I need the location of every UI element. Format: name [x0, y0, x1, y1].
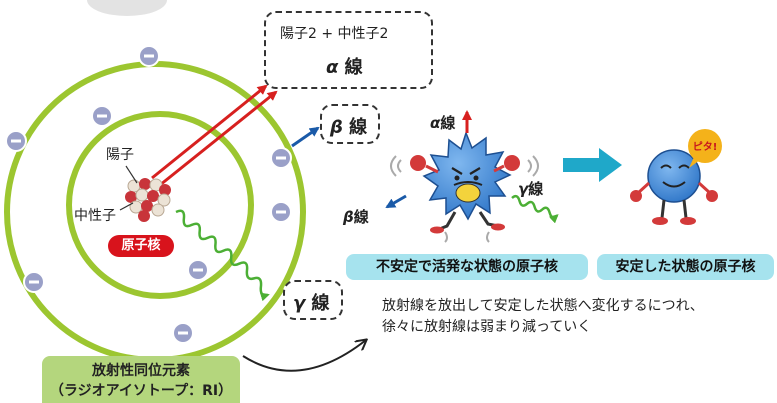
alpha-ray-word: 線 — [344, 57, 363, 78]
neutron-label: 中性子 — [74, 208, 116, 224]
neutron-leader — [119, 202, 134, 211]
beta-ray-label: β 線 — [330, 113, 367, 139]
description: 放射線を放出して安定した状態へ変化するにつれ、 徐々に放射線は弱まり減っていく — [382, 296, 704, 338]
alpha-composition: 陽子2 + 中性子2 — [280, 26, 389, 42]
gamma-ray-label: γ 線 — [293, 289, 330, 315]
beta-box: β 線 — [320, 104, 380, 144]
electron — [270, 201, 292, 223]
nucleus-label: 原子核 — [108, 235, 174, 257]
electron — [172, 322, 194, 344]
unstable-nucleus-character — [390, 130, 539, 243]
description-line: 放射線を放出して安定した状態へ変化するにつれ、 — [382, 298, 704, 314]
beta-arrow — [291, 126, 320, 148]
gamma-wave — [175, 209, 270, 302]
stable-nucleus-character — [630, 129, 722, 225]
alpha-ray-label: α 線 — [326, 53, 363, 79]
beta-emission-symbol: β — [343, 208, 354, 226]
beta-emission-label: β線 — [343, 206, 369, 227]
gamma-emission-wave — [511, 194, 559, 224]
electron — [138, 45, 160, 67]
alpha-symbol: α — [326, 57, 339, 78]
ri-label-box: 放射性同位元素 （ラジオアイソトープ：RI） — [42, 356, 240, 403]
electron — [91, 105, 113, 127]
beta-ray-word: 線 — [349, 117, 368, 138]
gamma-emission-label: γ線 — [518, 178, 543, 199]
alpha-emission-label: α線 — [430, 112, 455, 133]
unstable-state-label: 不安定で活発な状態の原子核 — [346, 254, 588, 280]
ri-title: 放射性同位元素 — [92, 363, 190, 379]
corner-decoration-circle — [87, 0, 167, 16]
transition-arrow — [563, 148, 622, 182]
proton-leader — [125, 165, 138, 184]
electron — [23, 271, 45, 293]
electron — [187, 259, 209, 281]
beta-emission-word: 線 — [353, 208, 369, 226]
beta-symbol: β — [330, 117, 343, 138]
beta-emission-arrow — [385, 194, 407, 209]
alpha-box: 陽子2 + 中性子2 α 線 — [264, 11, 433, 89]
gamma-emission-word: 線 — [528, 180, 544, 198]
electron — [5, 130, 27, 152]
curved-arrow — [242, 340, 366, 372]
gamma-emission-symbol: γ — [518, 180, 529, 198]
proton-label: 陽子 — [106, 147, 134, 163]
nucleus-icon — [125, 178, 171, 222]
stable-state-label: 安定した状態の原子核 — [597, 254, 774, 280]
gamma-symbol: γ — [293, 293, 306, 314]
gamma-ray-word: 線 — [311, 293, 330, 314]
description-line: 徐々に放射線は弱まり減っていく — [382, 319, 592, 335]
electron — [270, 147, 292, 169]
ri-subtitle: （ラジオアイソトープ：RI） — [49, 383, 233, 399]
gamma-box: γ 線 — [283, 280, 343, 320]
alpha-emission-word: 線 — [440, 114, 456, 132]
alpha-emission-symbol: α — [430, 114, 441, 132]
alpha-arrow — [159, 90, 278, 187]
alpha-arrow — [151, 84, 268, 180]
inner-orbit — [66, 111, 254, 299]
badge-text: ピタ! — [692, 142, 718, 153]
